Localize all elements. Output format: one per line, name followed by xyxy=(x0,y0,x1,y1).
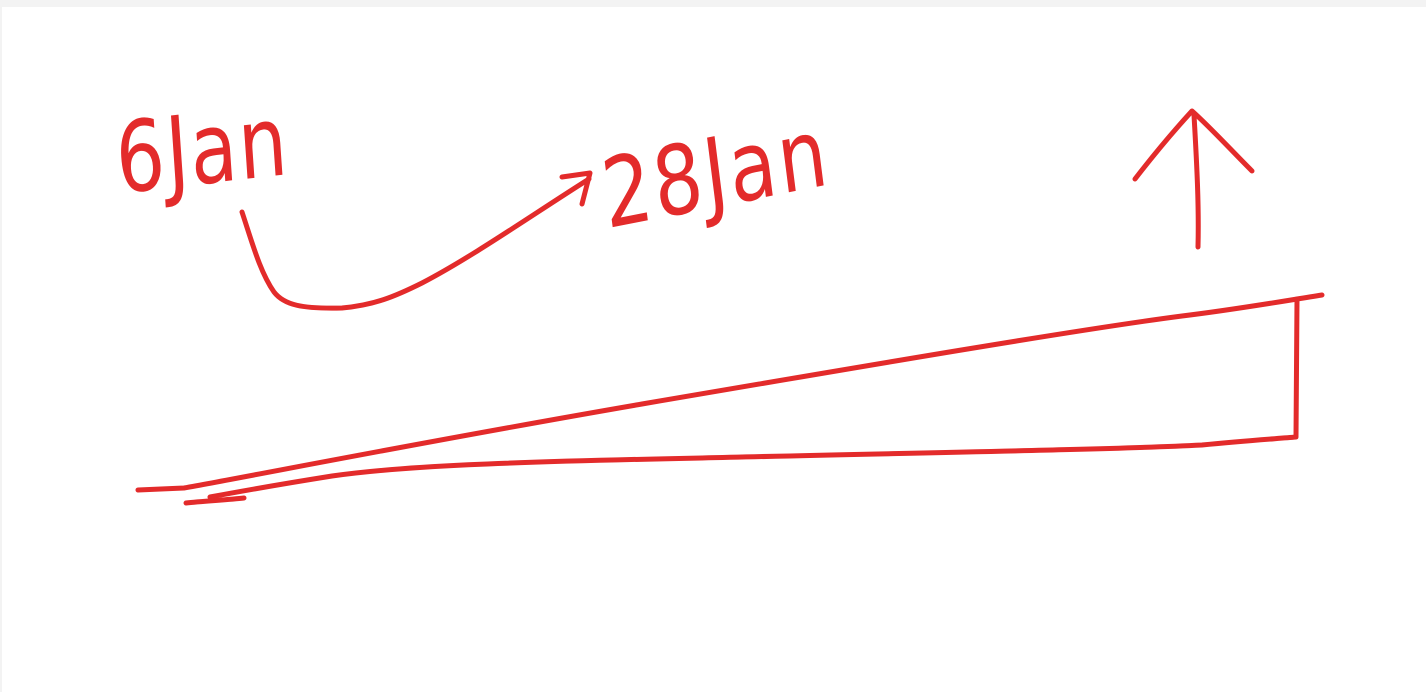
curved-arrow-icon xyxy=(239,170,593,311)
whiteboard-canvas[interactable]: 6Jan 28Jan xyxy=(2,7,1426,692)
ink-layer xyxy=(135,108,1325,506)
up-arrow-icon xyxy=(1132,108,1255,250)
ramp-wedge xyxy=(135,292,1325,506)
